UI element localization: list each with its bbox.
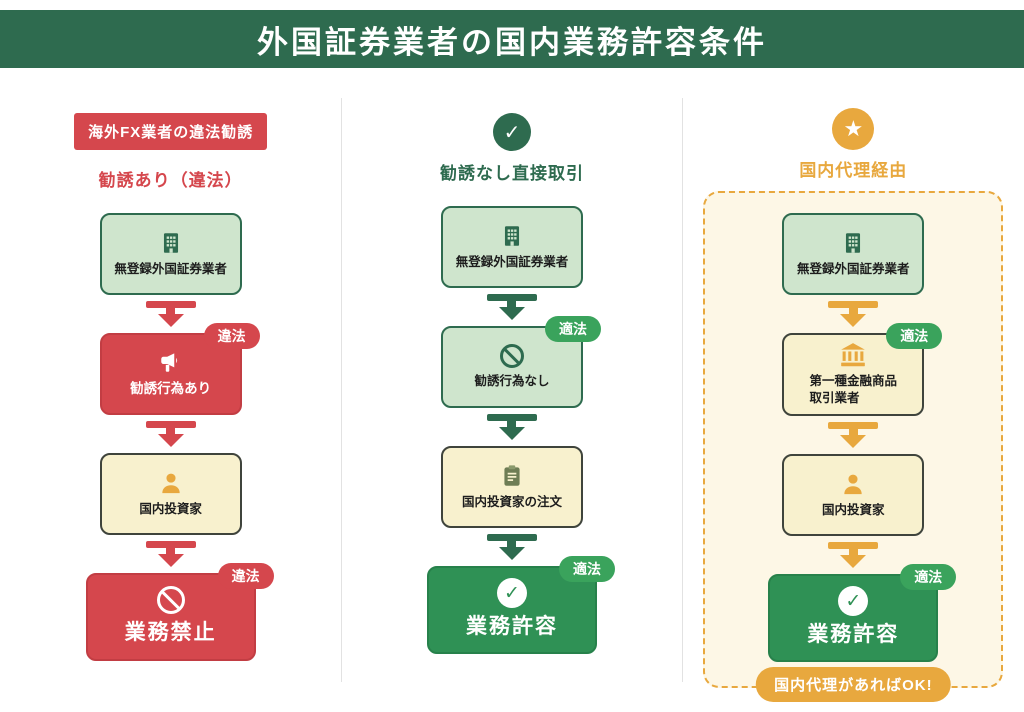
down-arrow (828, 301, 879, 327)
result-label: 業務許容 (465, 615, 558, 639)
main-area: 海外FX業者の違法勧誘 勧誘あり（違法） (0, 68, 1024, 702)
badge-legal: 適法 (544, 316, 601, 342)
column-illegal-solicitation: 海外FX業者の違法勧誘 勧誘あり（違法） (0, 68, 341, 702)
badge-illegal: 違法 (217, 563, 274, 589)
column-divider (682, 98, 683, 682)
box-domestic-investor: 国内投資家 (99, 453, 242, 535)
megaphone-icon (158, 349, 184, 375)
title-bar: 外国証券業者の国内業務許容条件 (0, 10, 1024, 68)
check-icon: ✓ (838, 586, 869, 617)
box-label: 無登録外国証券業者 (797, 262, 910, 277)
down-arrow (486, 414, 537, 440)
box-domestic-investor: 国内投資家 (782, 453, 925, 536)
ribbon-overseas-fx-illegal: 海外FX業者の違法勧誘 (74, 113, 268, 150)
person-icon (840, 471, 866, 497)
box-label: 国内投資家の注文 (461, 495, 562, 510)
box-unregistered-foreign-broker: 無登録外国証券業者 (782, 213, 925, 295)
column-domestic-agent: ★ 国内代理経由 (683, 68, 1024, 702)
person-icon (158, 470, 184, 496)
box-label: 国内投資家 (822, 502, 885, 517)
result-label: 業務許容 (807, 623, 900, 647)
infographic-page: 外国証券業者の国内業務許容条件 海外FX業者の違法勧誘 勧誘あり（違法） (0, 10, 1024, 712)
prohibited-icon (156, 586, 185, 615)
footer-badge-agent-ok: 国内代理があればOK! (756, 666, 951, 702)
badge-legal: 適法 (558, 556, 615, 582)
box-label: 無登録外国証券業者 (455, 255, 569, 270)
building-icon (158, 230, 184, 256)
box-investor-order: 国内投資家の注文 (440, 446, 583, 528)
box-unregistered-foreign-broker: 無登録外国証券業者 (99, 213, 242, 295)
box-label: 勧誘行為あり (130, 381, 212, 397)
column-no-solicitation: ✓ 勧誘なし直接取引 (341, 68, 682, 702)
box-label: 第一種金融商品 取引業者 (809, 374, 898, 405)
down-arrow (145, 421, 196, 447)
box-unregistered-foreign-broker: 無登録外国証券業者 (440, 206, 583, 288)
box-no-solicitation: 適法 勧誘行為なし (440, 316, 601, 408)
result-label: 業務禁止 (124, 621, 217, 645)
building-icon (840, 230, 866, 256)
prohibited-icon (499, 344, 524, 369)
check-icon: ✓ (492, 113, 531, 151)
column-heading-illegal: 勧誘あり（違法） (98, 171, 243, 190)
box-label: 勧誘行為なし (474, 374, 550, 389)
box-business-permitted: 適法 ✓ 業務許容 (768, 563, 957, 662)
badge-legal: 適法 (886, 323, 943, 349)
down-arrow (486, 534, 537, 560)
building-icon (499, 223, 525, 249)
down-arrow (145, 541, 196, 567)
down-arrow (145, 301, 196, 327)
box-label: 無登録外国証券業者 (114, 262, 227, 277)
check-icon: ✓ (496, 578, 527, 609)
box-business-permitted: 適法 ✓ 業務許容 (426, 556, 615, 654)
badge-illegal: 違法 (203, 323, 260, 349)
column-divider (341, 98, 342, 682)
agent-route-panel: 無登録外国証券業者 適法 (703, 191, 1004, 702)
column-heading-legal-direct: 勧誘なし直接取引 (439, 164, 584, 183)
flow-direct: 無登録外国証券業者 適法 勧誘行為なし (426, 206, 615, 654)
box-business-prohibited: 違法 業務禁止 (85, 563, 274, 661)
page-title: 外国証券業者の国内業務許容条件 (257, 24, 767, 60)
star-icon: ★ (832, 108, 875, 150)
flow-illegal: 無登録外国証券業者 違法 勧誘行為あり (85, 213, 274, 661)
clipboard-icon (499, 463, 525, 489)
box-type1-financial-instruments-dealer: 適法 第一種金融商品 取引業者 (782, 323, 943, 416)
box-solicitation-present: 違法 勧誘行為あり (99, 323, 260, 415)
down-arrow (828, 541, 879, 568)
down-arrow (486, 294, 537, 320)
box-label: 国内投資家 (139, 502, 202, 517)
down-arrow (828, 421, 879, 448)
badge-legal: 適法 (900, 563, 957, 590)
column-heading-agent: 国内代理経由 (799, 161, 908, 180)
bank-icon (838, 342, 868, 368)
